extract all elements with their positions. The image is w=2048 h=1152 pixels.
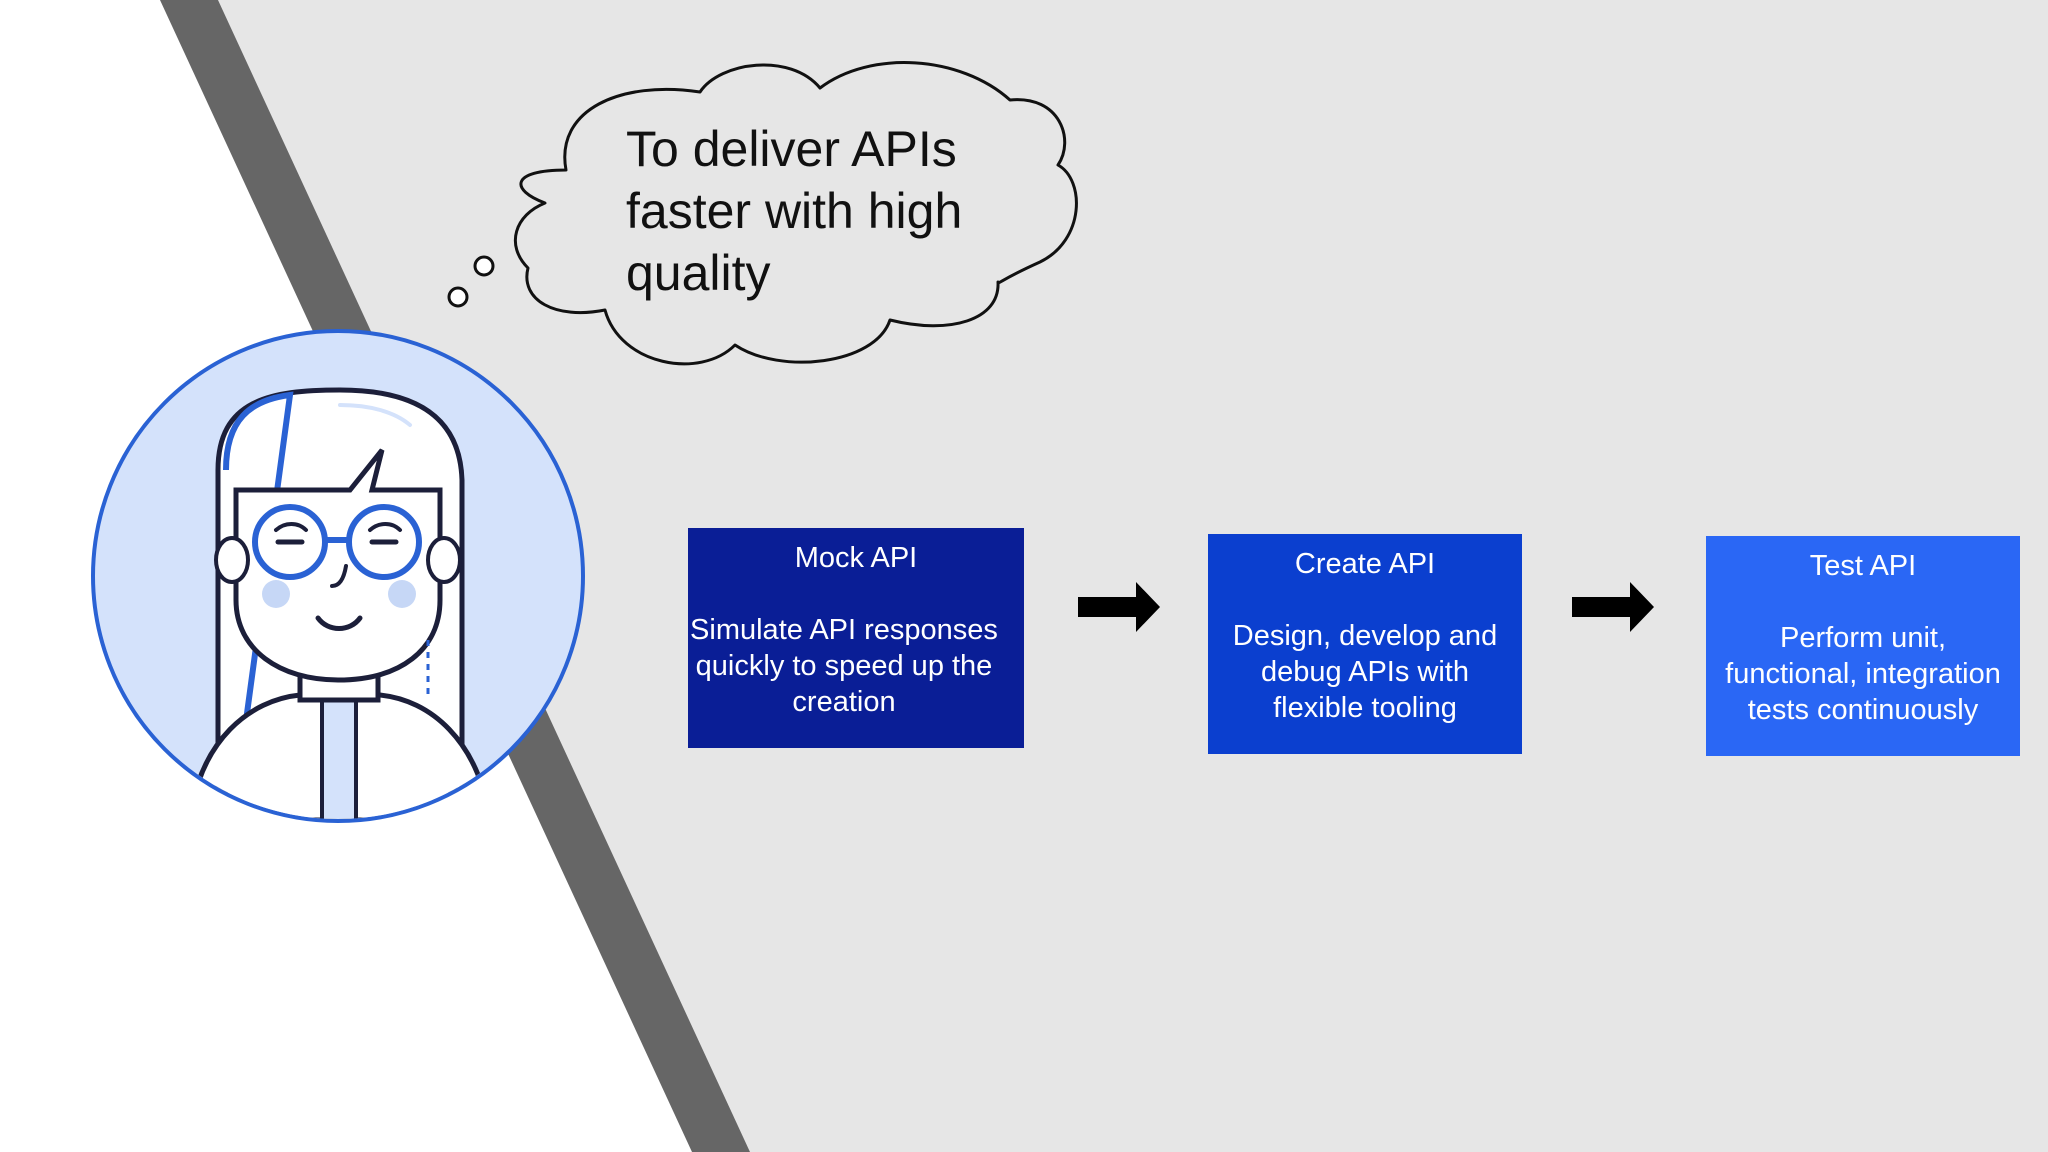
step-title: Create API <box>1294 548 1436 580</box>
step-description: Simulate API responses quickly to speed … <box>690 614 998 718</box>
avatar-icon <box>91 329 585 823</box>
thought-dot-small <box>447 286 469 308</box>
step-title: Test API <box>1809 550 1917 582</box>
step-description: Design, develop and debug APIs with flex… <box>1232 620 1498 724</box>
step-mock-api: Mock API Simulate API responses quickly … <box>688 528 1024 748</box>
right-arrow-icon <box>1078 582 1160 632</box>
right-arrow-icon <box>1572 582 1654 632</box>
step-title: Mock API <box>794 542 918 574</box>
thought-dot-large <box>473 255 495 277</box>
step-create-api: Create API Design, develop and debug API… <box>1208 534 1522 754</box>
thought-bubble-text: To deliver APIs faster with high quality <box>626 121 963 301</box>
thought-cloud-icon <box>513 61 1078 366</box>
step-test-api: Test API Perform unit, functional, integ… <box>1706 536 2020 756</box>
step-description: Perform unit, functional, integration te… <box>1725 622 2001 726</box>
